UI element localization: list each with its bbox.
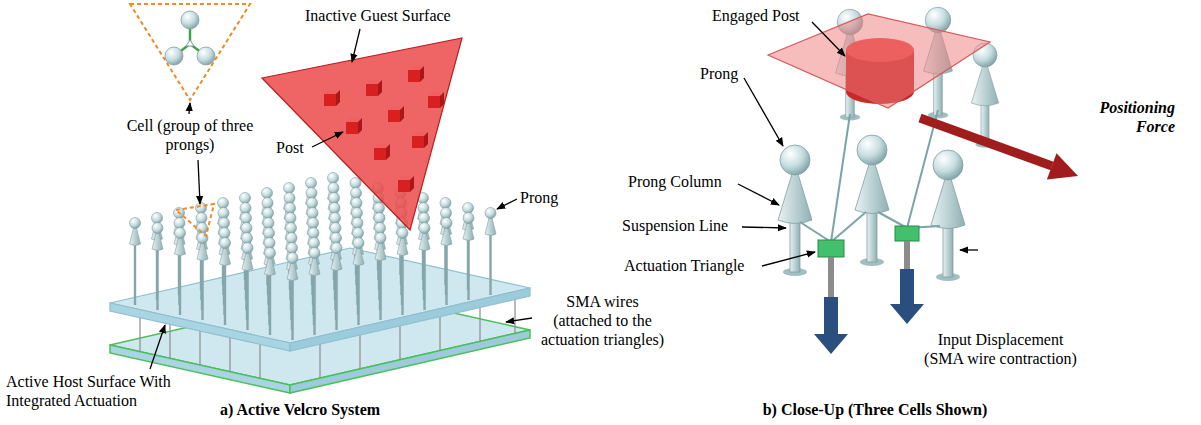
part-label: Prong Column [628, 172, 722, 191]
panel-caption: b) Close-Up (Three Cells Shown) [725, 400, 1025, 419]
actuation-triangle [895, 226, 919, 241]
post [408, 66, 424, 82]
prong-grid [130, 173, 497, 341]
part-label: Active Host Surface With Integrated Actu… [6, 372, 186, 410]
prong-ball [181, 11, 199, 29]
prong [778, 145, 812, 276]
cell-center [186, 40, 194, 46]
leader-lines [150, 29, 532, 369]
part-label: Cell (group of three prongs) [125, 116, 255, 154]
prong [931, 150, 965, 281]
sma-wire [199, 331, 200, 365]
part-label: Suspension Line [622, 216, 728, 235]
sma-wire [439, 317, 440, 351]
leader-line [506, 318, 532, 322]
sma-wire [229, 338, 230, 372]
sma-wire [399, 326, 400, 360]
post [412, 132, 428, 148]
part-label: SMA wires (attached to the actuation tri… [535, 292, 670, 350]
leader-line [352, 29, 360, 62]
post [346, 118, 362, 134]
post [366, 80, 382, 96]
guest-plate [768, 14, 990, 108]
sma-wire [479, 308, 480, 342]
leader-line [497, 199, 517, 209]
cell-inset [130, 4, 250, 100]
prong [855, 135, 889, 266]
leader-line [812, 22, 845, 56]
displacement-arrow [890, 304, 924, 324]
leader-line [960, 249, 978, 250]
leader-line [762, 252, 815, 266]
leader-line [738, 184, 779, 205]
front-prongs [778, 135, 965, 281]
displacement-arrow [900, 269, 914, 306]
plate-side [290, 288, 530, 351]
panel-caption: a) Active Velcro System [150, 400, 450, 419]
force-shaft [920, 118, 1052, 166]
leader-line [312, 132, 343, 147]
leader-line [744, 78, 783, 146]
sma-wire [828, 257, 834, 297]
force-head [1047, 153, 1078, 179]
displacement-arrow [824, 297, 838, 336]
part-label: Prong [520, 188, 558, 207]
prong [971, 43, 998, 148]
leader-line [150, 325, 165, 369]
post [374, 144, 390, 160]
positioning-force-arrow [920, 118, 1078, 179]
guest-plate [262, 38, 462, 230]
sma-wire [359, 335, 360, 369]
suspension-line [907, 110, 938, 228]
leader-line [198, 160, 200, 204]
post [398, 176, 414, 192]
cell-outline [176, 204, 214, 236]
prong-ball [165, 47, 183, 65]
sma-wire [259, 344, 260, 378]
plate-side [110, 303, 290, 351]
sma-wire [319, 344, 320, 378]
sma-wire [904, 241, 910, 269]
part-label: Engaged Post [712, 6, 800, 25]
post [388, 106, 404, 122]
cell-outline [130, 4, 250, 100]
suspension-line [831, 114, 850, 242]
prong-row [287, 208, 496, 341]
post [324, 90, 340, 106]
suspension-line [800, 222, 831, 242]
leader-lines [738, 22, 978, 266]
sma-wire [169, 324, 170, 358]
actuation-triangle [818, 240, 844, 257]
leader-line [189, 103, 190, 114]
post [428, 92, 444, 108]
part-label: Input Displacement (SMA wire contraction… [918, 330, 1083, 368]
sma-wire [139, 318, 140, 352]
part-label: Inactive Guest Surface [305, 6, 451, 25]
part-label: Prong [700, 64, 738, 83]
guest-surface [262, 38, 462, 230]
prong-ball [197, 47, 215, 65]
sma-wire [514, 300, 515, 334]
leader-line [742, 227, 786, 228]
force-label: Positioning Force [1075, 98, 1175, 136]
suspension-line [831, 212, 866, 242]
part-label: Actuation Triangle [624, 256, 744, 275]
displacement-arrow [814, 334, 848, 354]
actuation [814, 226, 924, 354]
suspension-lines [800, 110, 940, 242]
part-label: Post [276, 138, 304, 157]
